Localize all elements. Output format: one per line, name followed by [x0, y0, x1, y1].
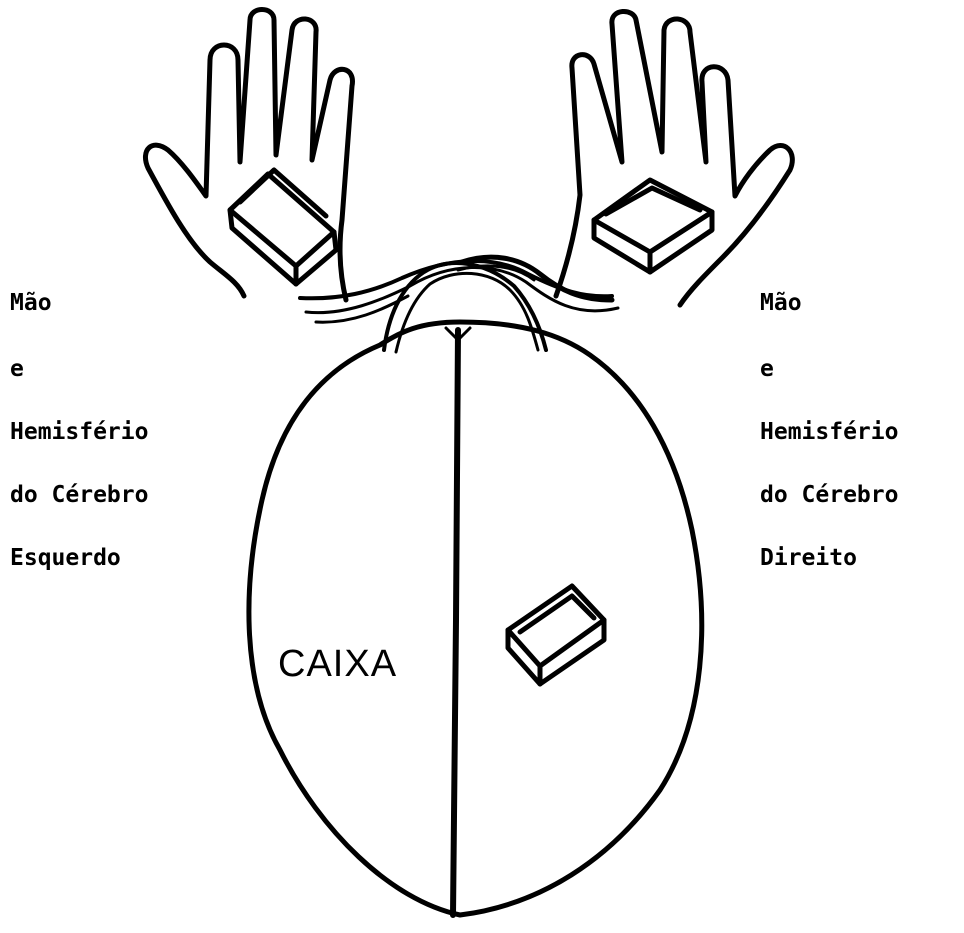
brain-midline	[453, 330, 458, 915]
right-hand-outline	[556, 11, 792, 305]
left-label-line-4: do Cérebro	[10, 482, 148, 508]
box-right-hand	[594, 180, 712, 272]
left-label-line-5: Esquerdo	[10, 545, 121, 571]
left-hand-outline	[145, 10, 352, 301]
box-left-hand	[230, 170, 336, 284]
right-label-line-2: e	[760, 356, 774, 382]
left-label-line-1: Mão	[10, 290, 52, 316]
caixa-label: CAIXA	[278, 643, 397, 685]
right-label-line-3: Hemisfério	[760, 419, 898, 445]
right-label-line-4: do Cérebro	[760, 482, 898, 508]
left-label-line-3: Hemisfério	[10, 419, 148, 445]
right-label-line-5: Direito	[760, 545, 857, 571]
brain-outline	[249, 322, 702, 915]
box-right-hemisphere	[508, 586, 604, 684]
right-label-line-1: Mão	[760, 290, 802, 316]
left-label-line-2: e	[10, 356, 24, 382]
